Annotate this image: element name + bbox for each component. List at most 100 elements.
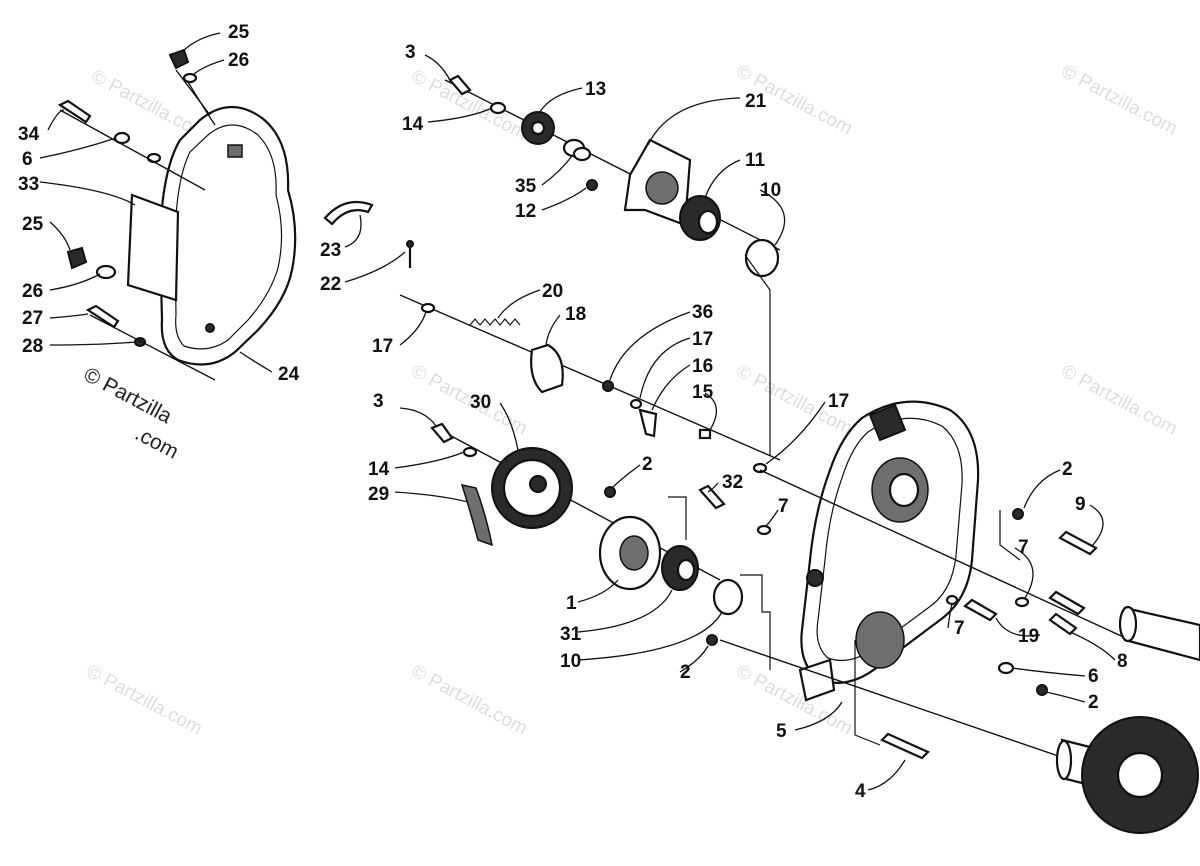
callout-21: 21 <box>745 91 767 112</box>
shaft-end <box>1055 739 1073 781</box>
callout-3: 3 <box>373 391 384 412</box>
nut <box>1036 684 1048 696</box>
callout-2: 2 <box>680 662 691 683</box>
washer <box>752 462 768 474</box>
right-hardware-group <box>880 508 1200 834</box>
callout-3: 3 <box>405 42 416 63</box>
callout-11: 11 <box>745 150 766 171</box>
lever-arm <box>638 408 658 438</box>
spring <box>469 318 521 326</box>
sprocket-hub <box>530 120 546 136</box>
bolt <box>430 422 454 444</box>
callout-8: 8 <box>1117 651 1128 672</box>
callout-18: 18 <box>565 304 586 325</box>
callout-32: 32 <box>722 472 743 493</box>
callout-25: 25 <box>228 22 250 43</box>
callout-17: 17 <box>692 329 713 350</box>
callout-7: 7 <box>778 496 789 517</box>
case-tensioner <box>868 403 907 442</box>
callout-2: 2 <box>642 454 653 475</box>
upper-bore-center <box>888 472 920 508</box>
callout-15: 15 <box>692 382 714 403</box>
washer <box>945 594 959 606</box>
nut <box>706 634 718 646</box>
callout-9: 9 <box>1075 494 1086 515</box>
watermark: © Partzilla.com <box>83 661 206 740</box>
flange-bore <box>619 535 649 571</box>
linkage-group <box>323 200 781 474</box>
spacer <box>572 146 592 162</box>
bolt <box>1048 612 1078 636</box>
cover-hole <box>205 323 215 333</box>
bolt <box>57 99 92 124</box>
callout-5: 5 <box>776 721 787 742</box>
guide-line <box>999 510 1021 561</box>
callout-2: 2 <box>1062 459 1073 480</box>
callout-33: 33 <box>18 174 39 195</box>
lower-bore <box>855 611 905 669</box>
nut <box>604 486 616 498</box>
pin-head <box>406 240 414 248</box>
bearing-race <box>676 558 696 582</box>
watermark: © Partzilla.com <box>1058 361 1181 440</box>
cover-window <box>227 144 243 158</box>
washer <box>489 101 507 115</box>
bolt <box>698 484 726 510</box>
case-inner-rim <box>816 417 963 661</box>
callout-23: 23 <box>320 240 341 261</box>
drive-sprocket-hub <box>1116 751 1164 799</box>
callout-26: 26 <box>228 50 249 71</box>
seal-ring <box>712 578 744 616</box>
brand-watermark: © Partzilla .com <box>80 363 182 464</box>
knob <box>168 48 190 70</box>
callout-27: 27 <box>22 308 43 329</box>
cover-plate <box>126 193 180 302</box>
guide-line <box>740 574 771 670</box>
assembly-axis <box>59 109 206 191</box>
nut <box>602 380 614 392</box>
watermark: © Partzilla.com <box>408 661 531 740</box>
chain-case <box>800 400 980 684</box>
washer <box>629 398 643 410</box>
bolt <box>1058 530 1098 556</box>
callout-25: 25 <box>22 214 44 235</box>
brake-shoe <box>323 200 374 226</box>
callout-14: 14 <box>368 459 390 480</box>
guide-line <box>854 640 881 746</box>
chain-case-housing <box>719 400 1131 761</box>
watermark: © Partzilla.com <box>1058 61 1181 140</box>
assembly-axis <box>719 639 1071 761</box>
washer <box>997 661 1015 675</box>
bolt <box>448 74 472 96</box>
callout-20: 20 <box>542 281 563 302</box>
nut <box>1012 508 1024 520</box>
washer <box>146 152 162 164</box>
case-tab <box>798 658 836 702</box>
bolt <box>880 732 930 760</box>
flange-bore <box>645 171 679 205</box>
callout-17: 17 <box>828 391 849 412</box>
bearing-race <box>697 209 719 235</box>
callout-6: 6 <box>1088 666 1099 687</box>
callout-24: 24 <box>278 364 300 385</box>
callout-34: 34 <box>18 124 40 145</box>
knob <box>66 246 88 270</box>
shaft-end <box>1118 605 1138 643</box>
bolt <box>1048 590 1086 616</box>
callout-26: 26 <box>22 281 43 302</box>
callout-14: 14 <box>402 114 424 135</box>
lower-drive-group <box>430 422 772 670</box>
washer <box>420 302 436 314</box>
washer <box>462 446 478 458</box>
callout-31: 31 <box>560 624 582 645</box>
nut <box>586 179 598 191</box>
output-shaft <box>1123 606 1200 662</box>
pivot-block <box>530 343 564 394</box>
guide-line <box>744 254 771 455</box>
bolt <box>85 304 120 329</box>
callout-17: 17 <box>372 336 393 357</box>
callout-29: 29 <box>368 484 389 505</box>
chain-case-cover-group <box>57 48 297 381</box>
callout-22: 22 <box>320 274 341 295</box>
brand-line: .com <box>131 422 182 464</box>
